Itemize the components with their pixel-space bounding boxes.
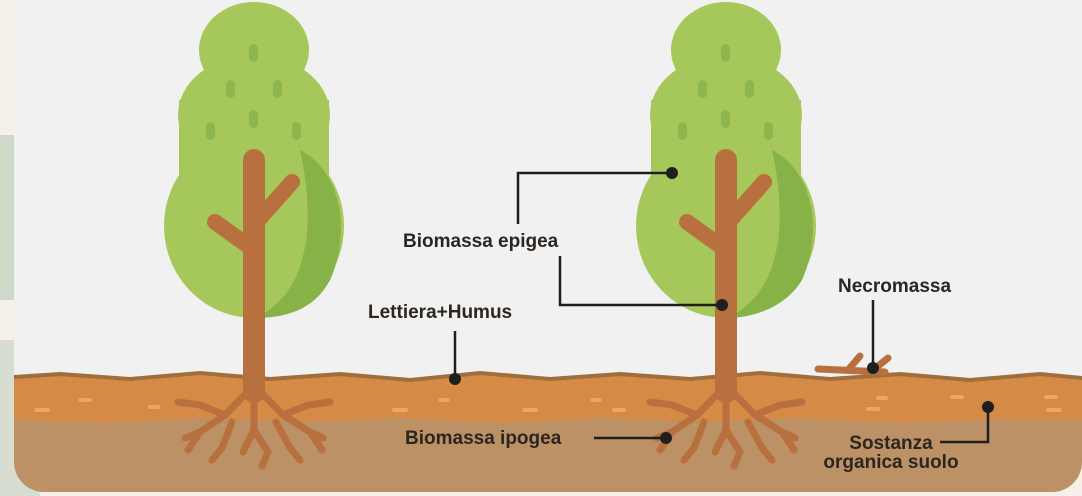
dot-ipogea [660,432,672,444]
dot-necromassa [867,362,879,374]
label-lettiera-humus: Lettiera+Humus [368,303,512,323]
label-necromassa: Necromassa [838,277,951,297]
label-biomassa-epigea: Biomassa epigea [403,232,558,252]
dot-lettiera [449,373,461,385]
dot-trunk [716,299,728,311]
label-sostanza-organica-suolo: Sostanza organica suolo [800,434,982,472]
label-sostanza-line2: organica suolo [800,453,982,472]
dot-canopy [666,167,678,179]
label-sostanza-line1: Sostanza [800,434,982,453]
litter-layer [0,373,1082,423]
dot-sostanza [982,401,994,413]
label-biomassa-ipogea: Biomassa ipogea [405,429,561,449]
